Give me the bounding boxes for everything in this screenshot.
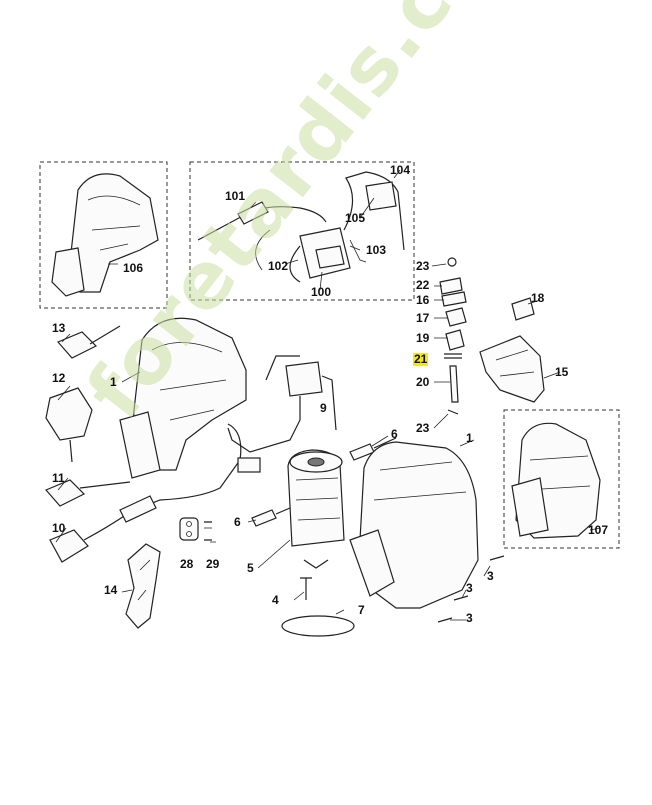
switch-assembly-100	[255, 171, 405, 283]
screw-4	[300, 577, 312, 600]
label-20: 20	[416, 375, 430, 389]
handle-14	[125, 543, 161, 629]
small-parts-16-23	[439, 257, 467, 415]
label-3b: 3	[466, 581, 473, 595]
label-1a: 1	[110, 375, 117, 389]
label-3a: 3	[487, 569, 494, 583]
label-5: 5	[247, 561, 254, 575]
label-21-highlighted: 21	[413, 352, 429, 366]
motor-5	[287, 449, 345, 569]
housing-part-107	[511, 422, 601, 539]
label-23b: 23	[416, 421, 430, 435]
plug-13	[56, 325, 121, 359]
label-105: 105	[345, 211, 366, 225]
plug-10-cable	[49, 423, 242, 563]
label-103: 103	[366, 243, 387, 257]
label-7: 7	[358, 603, 365, 617]
label-29: 29	[206, 557, 220, 571]
box-107	[503, 409, 620, 549]
housing-1-right	[349, 441, 479, 609]
label-100: 100	[311, 285, 332, 299]
label-14: 14	[104, 583, 118, 597]
housing-half-106	[51, 173, 159, 297]
housing-1-left	[119, 317, 247, 479]
label-12: 12	[52, 371, 66, 385]
label-10: 10	[52, 521, 66, 535]
plug-12	[45, 387, 93, 463]
label-17: 17	[416, 311, 430, 325]
box-106	[39, 161, 168, 309]
label-16: 16	[416, 293, 430, 307]
clamp-28	[179, 517, 212, 541]
label-106: 106	[123, 261, 144, 275]
o-ring-7	[281, 615, 355, 637]
label-9: 9	[320, 401, 327, 415]
brush-6b	[251, 507, 291, 527]
bracket-15	[479, 335, 545, 403]
label-11: 11	[52, 471, 65, 485]
plug-11	[44, 479, 131, 507]
label-28: 28	[180, 557, 194, 571]
label-1b: 1	[466, 431, 473, 445]
label-3c: 3	[466, 611, 473, 625]
label-18: 18	[531, 291, 545, 305]
label-6b: 6	[234, 515, 241, 529]
plug-101	[197, 201, 327, 241]
label-6a: 6	[391, 427, 398, 441]
box-104	[189, 161, 415, 301]
switch-9	[227, 355, 337, 473]
label-13: 13	[52, 321, 66, 335]
label-4: 4	[272, 593, 279, 607]
label-107: 107	[588, 523, 609, 537]
label-19: 19	[416, 331, 430, 345]
screws-3	[437, 555, 505, 623]
label-22: 22	[416, 278, 430, 292]
label-23a: 23	[416, 259, 430, 273]
label-101: 101	[225, 189, 246, 203]
label-104: 104	[390, 163, 411, 177]
label-15: 15	[555, 365, 569, 379]
leader-lines	[55, 169, 601, 621]
label-102: 102	[268, 259, 289, 273]
